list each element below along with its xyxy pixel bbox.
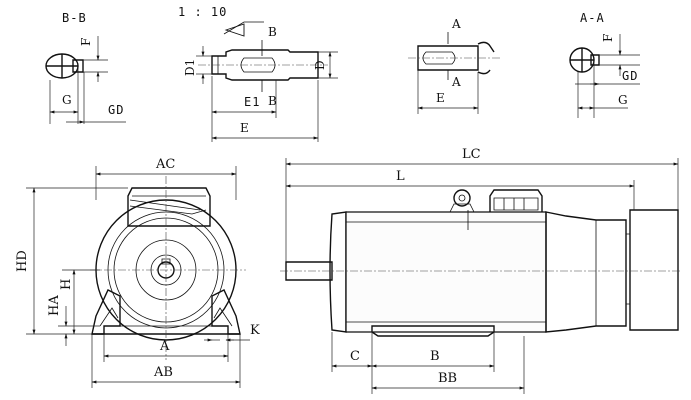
gd-label-left: GD [108, 103, 124, 117]
h-label: H [59, 279, 74, 290]
terminal-box [490, 190, 542, 212]
taper-ratio-label: 1 : 10 [178, 5, 227, 19]
section-bb-label: B-B [62, 11, 87, 25]
section-b-top-label: B [268, 25, 277, 39]
k-label: K [250, 323, 260, 338]
foot-left [92, 290, 120, 334]
l-label: L [396, 169, 405, 184]
g-label-right: G [618, 93, 628, 107]
fan-cover [630, 210, 678, 330]
d1-label: D1 [183, 59, 197, 76]
a-label: A [159, 339, 170, 354]
section-bb-view: B-B F G GD [46, 11, 126, 124]
e1-label: E1 [244, 95, 260, 109]
ac-label: AC [155, 157, 175, 172]
d-label: D [313, 60, 327, 70]
keyed-shaft-detail: A A E [408, 17, 500, 114]
side-feet [372, 326, 494, 336]
section-aa-label: A-A [580, 11, 605, 25]
hd-label: HD [15, 250, 30, 272]
section-a-top-label: A [451, 17, 461, 31]
motor-side-view: LC L C B BB [280, 147, 680, 394]
e-key-label: E [436, 91, 445, 105]
motor-body [346, 212, 546, 332]
f-label-right: F [601, 34, 615, 42]
ha-label: HA [47, 295, 62, 316]
ab-label: AB [153, 365, 173, 380]
c-label: C [350, 349, 360, 364]
lc-label: LC [462, 147, 481, 162]
b-label: B [430, 349, 440, 364]
g-label-left: G [62, 93, 72, 107]
f-label-left: F [79, 38, 93, 46]
section-b-bottom-label: B [268, 94, 277, 108]
section-aa-view: A-A F GD G [570, 11, 640, 118]
motor-front-view: AC HD H HA A AB K [15, 157, 260, 388]
foot-right [212, 290, 240, 334]
e-taper-label: E [240, 121, 249, 135]
section-a-bottom-label: A [451, 75, 461, 89]
gd-label-right: GD [622, 69, 638, 83]
lifting-eye [454, 190, 470, 206]
tapered-shaft-detail: 1 : 10 B B D1 D E1 E [178, 5, 338, 142]
bb-label: BB [438, 371, 457, 386]
